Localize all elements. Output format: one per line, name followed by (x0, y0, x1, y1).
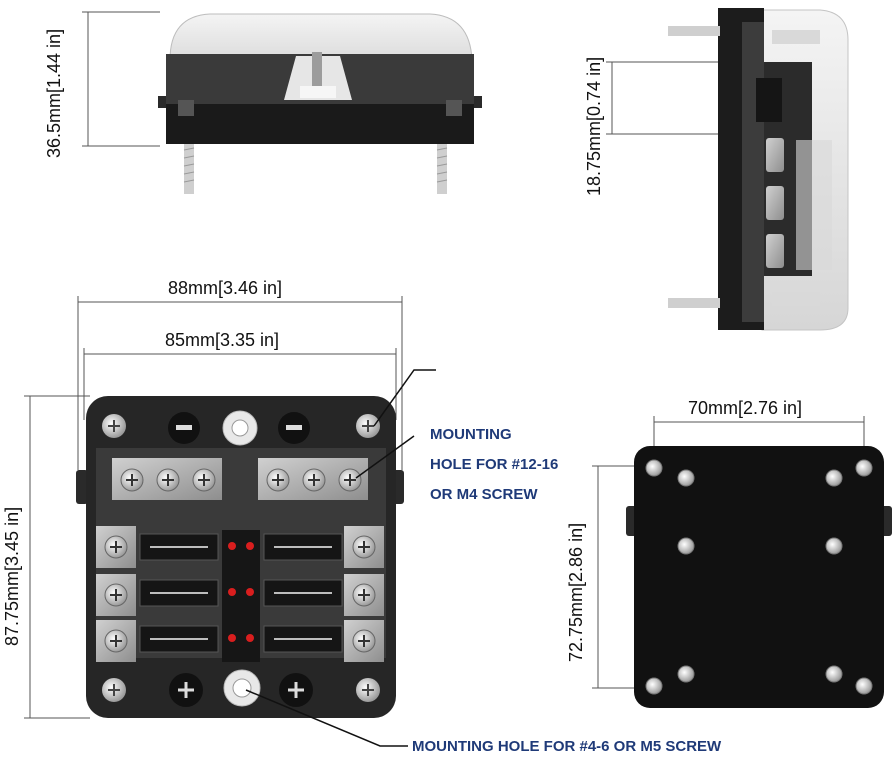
side-top-screw (668, 26, 720, 36)
side-terminal-2 (766, 186, 784, 220)
upper-mount-note-line2: HOLE FOR #12-16 (430, 456, 559, 473)
back-plate (634, 446, 884, 708)
back-hole-height-label: 72.75mm[2.86 in] (566, 522, 586, 662)
front-view (82, 11, 482, 194)
side-terminal-1 (766, 138, 784, 172)
front-stud (312, 52, 322, 92)
overall-width-label: 88mm[3.46 in] (168, 278, 283, 298)
front-right-screw (437, 140, 447, 194)
lower-mount-note: MOUNTING HOLE FOR #4-6 OR M5 SCREW (412, 738, 722, 755)
front-base (166, 104, 474, 144)
upper-callout-leader (373, 369, 436, 427)
front-height-label: 36.5mm[1.44 in] (44, 28, 64, 158)
side-terminal-3 (766, 234, 784, 268)
hole-spacing-width-label: 85mm[3.35 in] (165, 330, 280, 350)
side-view (606, 8, 849, 331)
side-terminal-height-label: 18.75mm[0.74 in] (584, 56, 604, 196)
upper-mount-note-line1: MOUNTING (430, 426, 512, 443)
fuse-rows (96, 526, 384, 662)
front-left-screw (184, 140, 194, 194)
top-view (24, 296, 436, 747)
side-bottom-screw (668, 298, 720, 308)
corner-screws (102, 414, 380, 702)
upper-mount-note-line3: OR M4 SCREW (430, 486, 538, 503)
back-hole-width-label: 70mm[2.76 in] (688, 398, 803, 418)
back-view (592, 416, 892, 708)
lower-callout-leader (245, 689, 408, 747)
overall-height-label: 87.75mm[3.45 in] (2, 506, 22, 646)
